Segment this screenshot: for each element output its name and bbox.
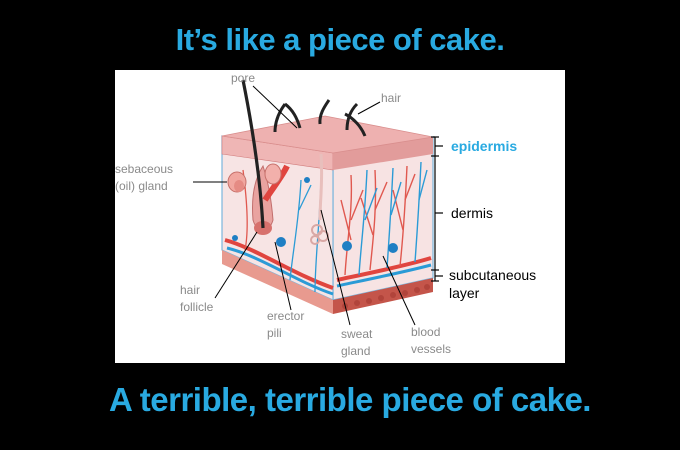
label-blood-1: blood (411, 325, 440, 339)
label-hair-follicle-1: hair (180, 283, 200, 297)
leader-lines (193, 85, 416, 326)
skin-diagram-panel: pore hair sebaceous (oil) gland hair fol… (115, 70, 565, 363)
label-sweat-1: sweat (341, 327, 373, 341)
sebaceous-gland (227, 171, 247, 193)
capillaries-blue (358, 161, 428, 276)
label-erector-1: erector (267, 309, 304, 323)
sweat-gland (310, 153, 329, 245)
gland-nodes (232, 177, 398, 253)
label-subcutaneous-2: layer (449, 285, 480, 301)
layer-brackets (431, 136, 443, 282)
label-erector-2: pili (267, 326, 282, 340)
label-blood-2: vessels (411, 342, 451, 356)
hairs (273, 99, 367, 137)
label-epidermis: epidermis (451, 138, 517, 154)
fat-texture (342, 284, 430, 309)
label-subcutaneous-1: subcutaneous (449, 267, 536, 283)
label-pore: pore (231, 71, 255, 85)
label-sebaceous-2: (oil) gland (115, 179, 168, 193)
label-dermis: dermis (451, 205, 493, 221)
label-sweat-2: gland (341, 344, 370, 358)
label-hair: hair (381, 91, 401, 105)
bottom-caption: A terrible, terrible piece of cake. (109, 381, 591, 418)
skin-cross-section-diagram: pore hair sebaceous (oil) gland hair fol… (115, 71, 536, 358)
capillaries-red (340, 165, 416, 276)
label-sebaceous-1: sebaceous (115, 162, 173, 176)
skin-block (221, 79, 434, 314)
label-hair-follicle-2: follicle (180, 300, 214, 314)
top-caption: It’s like a piece of cake. (175, 22, 505, 57)
